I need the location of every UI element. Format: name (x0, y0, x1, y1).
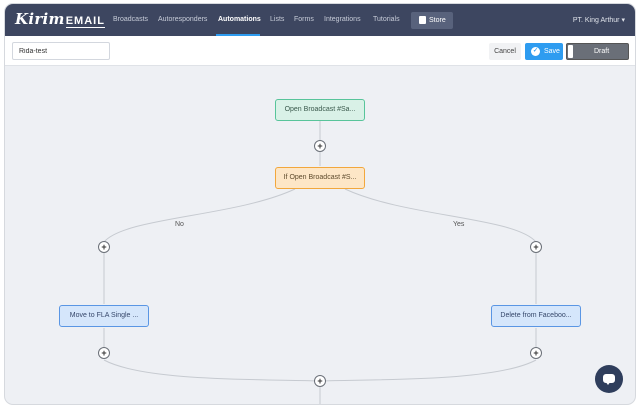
yes-action-node-label: Delete from Faceboo... (500, 312, 572, 319)
add-step-button[interactable]: + (314, 140, 326, 152)
nav-automations[interactable]: Automations (218, 16, 261, 23)
store-button[interactable]: Store (411, 12, 453, 29)
trigger-node[interactable]: Open Broadcast #Sa... (275, 99, 365, 121)
add-step-merge-button[interactable]: + (314, 375, 326, 387)
check-icon: ✓ (531, 47, 540, 56)
draft-toggle[interactable]: Draft (566, 43, 629, 60)
chat-icon (603, 374, 615, 383)
add-step-no-branch-button[interactable]: + (98, 241, 110, 253)
trigger-node-label: Open Broadcast #Sa... (284, 106, 356, 113)
save-label: Save (544, 48, 560, 55)
connector-no-branch (103, 188, 296, 243)
nav-tutorials[interactable]: Tutorials (373, 16, 400, 23)
toggle-knob (568, 45, 573, 58)
draft-label: Draft (594, 48, 610, 55)
store-label: Store (429, 17, 446, 24)
add-step-after-no-action-button[interactable]: + (98, 347, 110, 359)
connector-yes-branch (344, 188, 537, 243)
logo-script: Kirim (15, 10, 65, 28)
automation-name-input[interactable] (12, 42, 110, 60)
save-button[interactable]: ✓ Save (525, 43, 563, 60)
no-action-node[interactable]: Move to FLA Single ... (59, 305, 149, 327)
chat-widget-button[interactable] (595, 365, 623, 393)
no-action-node-label: Move to FLA Single ... (69, 312, 139, 319)
chat-icon-tail (605, 381, 611, 385)
connector-no-merge (103, 359, 321, 382)
branch-no-label: No (175, 221, 184, 228)
nav-lists[interactable]: Lists (270, 16, 285, 23)
user-name: PT. King Arthur (572, 17, 620, 24)
condition-node[interactable]: If Open Broadcast #S... (275, 167, 365, 189)
user-menu[interactable]: PT. King Arthur ▾ (573, 16, 625, 24)
add-step-after-yes-action-button[interactable]: + (530, 347, 542, 359)
connector-yes-merge (319, 359, 537, 382)
logo-word: EMAIL (65, 15, 105, 28)
nav-broadcasts[interactable]: Broadcasts (113, 16, 149, 23)
condition-node-label: If Open Broadcast #S... (283, 174, 357, 181)
add-step-yes-branch-button[interactable]: + (530, 241, 542, 253)
brand-logo[interactable]: KirimEMAIL (15, 10, 105, 28)
app-window: KirimEMAIL Broadcasts Autoresponders Aut… (5, 4, 635, 404)
yes-action-node[interactable]: Delete from Faceboo... (491, 305, 581, 327)
chevron-down-icon: ▾ (621, 17, 625, 24)
branch-yes-label: Yes (453, 221, 465, 228)
flow-canvas[interactable]: Open Broadcast #Sa... + If Open Broadcas… (5, 67, 635, 404)
nav-integrations[interactable]: Integrations (324, 16, 361, 23)
top-nav: KirimEMAIL Broadcasts Autoresponders Aut… (5, 4, 635, 36)
flow-connectors (103, 121, 537, 404)
nav-forms[interactable]: Forms (294, 16, 314, 23)
cancel-button[interactable]: Cancel (489, 43, 521, 60)
store-icon (419, 16, 426, 24)
nav-autoresponders[interactable]: Autoresponders (158, 16, 208, 23)
automation-toolbar: Cancel ✓ Save Draft (5, 36, 635, 66)
active-nav-indicator (216, 34, 260, 36)
